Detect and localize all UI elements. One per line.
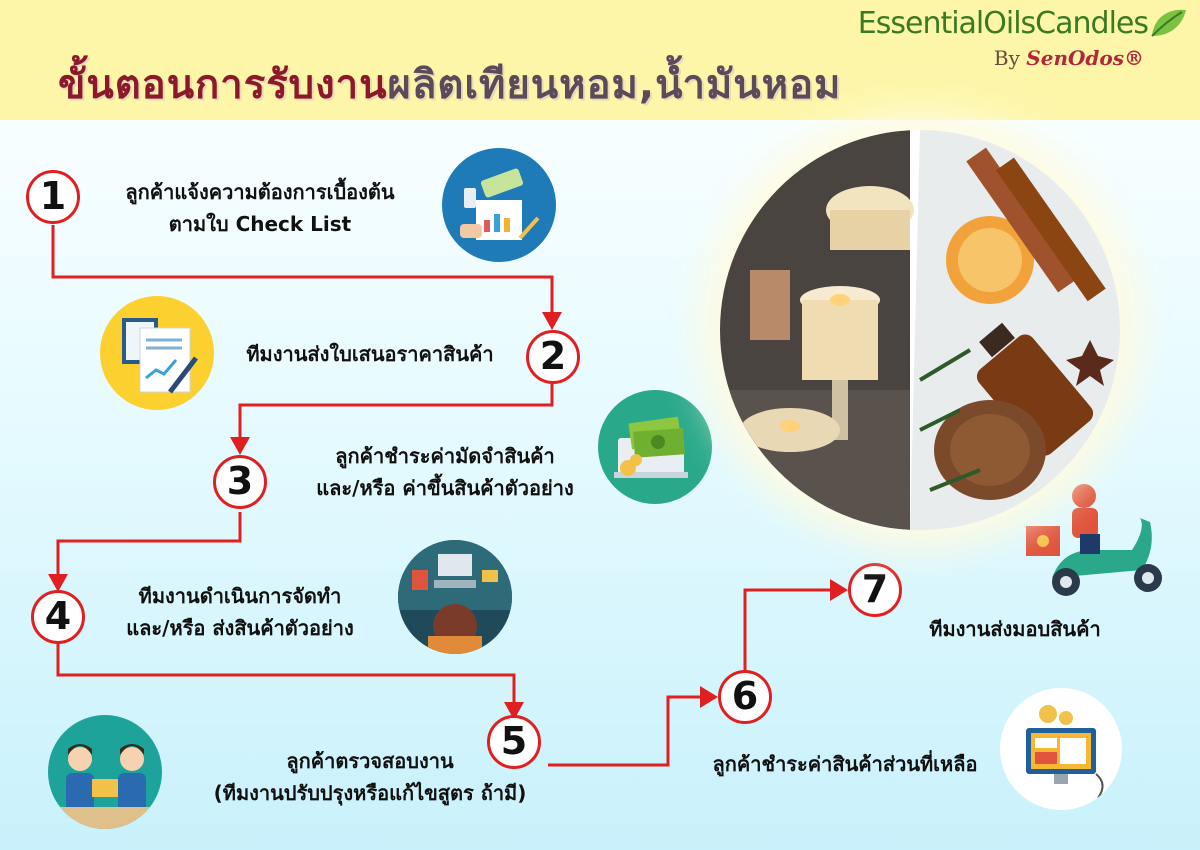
step-4-line-2: และ/หรือ ส่งสินค้าตัวอย่าง xyxy=(126,616,354,640)
step-3-number: 3 xyxy=(213,455,267,509)
step-4-label: ทีมงานดำเนินการจัดทำ และ/หรือ ส่งสินค้าต… xyxy=(85,580,395,644)
arrowhead-2 xyxy=(542,312,562,330)
arrow-5-6 xyxy=(548,695,708,767)
brand-logo: EssentialOilsCandles By SenOdos® xyxy=(858,6,1188,76)
step-2-line-1: ทีมงานส่งใบเสนอราคาสินค้า xyxy=(246,342,494,366)
arrow-4-5 xyxy=(56,640,516,708)
step-7-number: 7 xyxy=(848,563,902,617)
step-7-line-1: ทีมงานส่งมอบสินค้า xyxy=(929,617,1101,641)
leaf-icon xyxy=(1151,9,1186,37)
step-4-number: 4 xyxy=(31,590,85,644)
quotation-papers-icon xyxy=(100,296,214,410)
brand-by: By SenOdos® xyxy=(994,46,1144,70)
step-5-line-2: (ทีมงานปรับปรุงหรือแก้ไขสูตร ถ้ามี) xyxy=(213,781,527,805)
brand-name: EssentialOilsCandles xyxy=(857,6,1149,41)
delivery-scooter-icon xyxy=(1026,484,1162,596)
arrowhead-7 xyxy=(830,579,848,601)
step-1-number: 1 xyxy=(26,170,80,224)
arrow-6-7 xyxy=(743,588,838,672)
step-5-number: 5 xyxy=(487,715,541,769)
arrowhead-5 xyxy=(504,702,524,720)
arrow-3-4 xyxy=(56,512,242,580)
step-4-line-1: ทีมงานดำเนินการจัดทำ xyxy=(138,584,342,608)
payment-screen-icon xyxy=(1000,688,1122,810)
step-5-label: ลูกค้าตรวจสอบงาน (ทีมงานปรับปรุงหรือแก้ไ… xyxy=(160,745,580,809)
step-6-number: 6 xyxy=(718,670,772,724)
step-3-line-2: และ/หรือ ค่าขึ้นสินค้าตัวอย่าง xyxy=(316,476,574,500)
step-1-label: ลูกค้าแจ้งความต้องการเบื้องต้น ตามใบ Che… xyxy=(95,176,425,240)
step-1-line-2: ตามใบ Check List xyxy=(168,212,352,236)
step-7-label: ทีมงานส่งมอบสินค้า xyxy=(900,613,1130,645)
step-1-line-1: ลูกค้าแจ้งความต้องการเบื้องต้น xyxy=(125,180,395,204)
arrowhead-4 xyxy=(48,574,68,592)
candles-and-oils-image xyxy=(720,130,1120,530)
step-3-line-1: ลูกค้าชำระค่ามัดจำสินค้า xyxy=(335,444,555,468)
step-2-label: ทีมงานส่งใบเสนอราคาสินค้า xyxy=(225,338,515,370)
brand-by-name: SenOdos® xyxy=(1026,46,1144,70)
step-6-line-1: ลูกค้าชำระค่าสินค้าส่วนที่เหลือ xyxy=(712,752,978,776)
product-photo xyxy=(720,130,1120,530)
meeting-people-icon xyxy=(48,715,162,829)
workspace-desk-icon xyxy=(398,540,512,654)
step-2-number: 2 xyxy=(526,330,580,384)
step-6-label: ลูกค้าชำระค่าสินค้าส่วนที่เหลือ xyxy=(680,748,1010,780)
step-5-line-1: ลูกค้าตรวจสอบงาน xyxy=(286,749,454,773)
document-chart-icon xyxy=(442,148,556,262)
title-part-1: ขั้นตอนการรับงาน xyxy=(58,62,388,108)
arrowhead-6 xyxy=(700,686,718,708)
brand-by-prefix: By xyxy=(993,46,1020,70)
page-title: ขั้นตอนการรับงานผลิตเทียนหอม,น้ำมันหอม xyxy=(58,52,841,116)
header-banner xyxy=(0,0,1200,120)
title-part-2: ผลิตเทียนหอม,น้ำมันหอม xyxy=(387,62,842,108)
arrow-2-3 xyxy=(238,384,554,443)
step-3-label: ลูกค้าชำระค่ามัดจำสินค้า และ/หรือ ค่าขึ้… xyxy=(285,440,605,504)
arrow-1-2 xyxy=(51,225,554,318)
arrowhead-3 xyxy=(230,437,250,455)
money-laptop-icon xyxy=(598,390,712,504)
